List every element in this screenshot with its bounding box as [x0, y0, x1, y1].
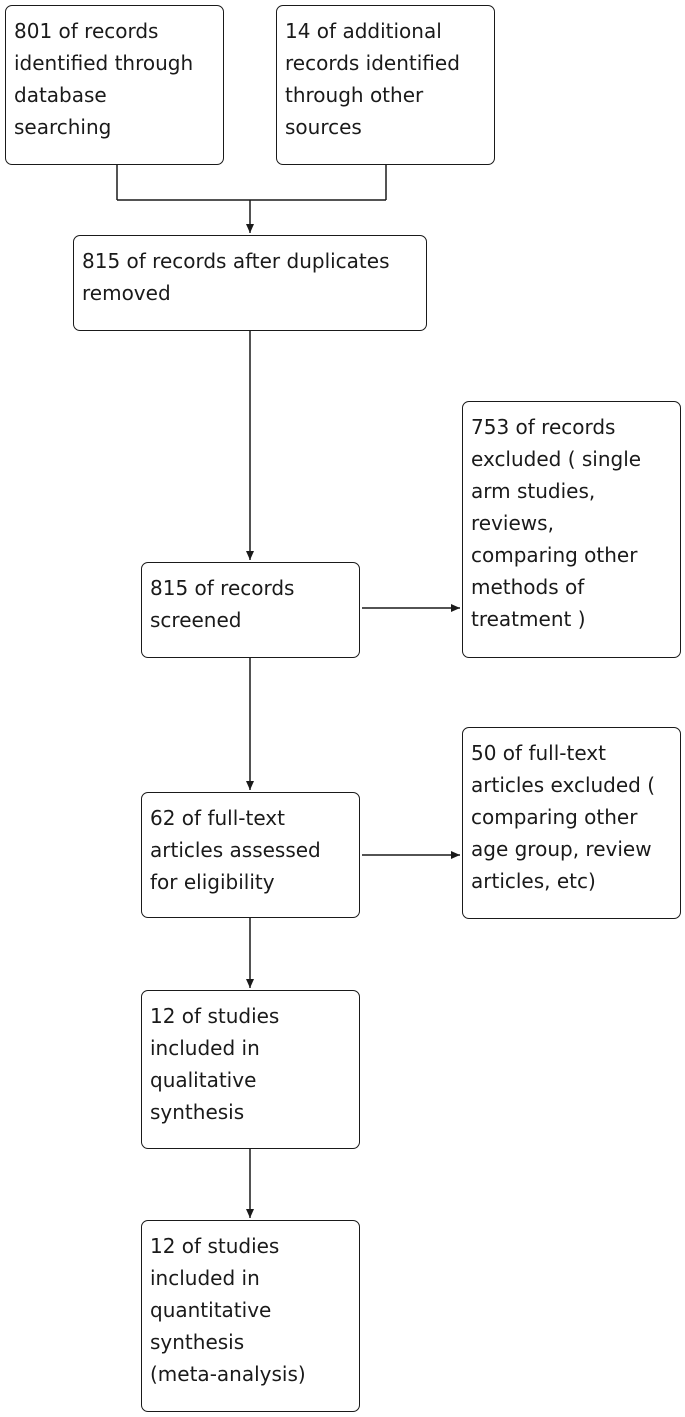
box-line: identified through: [14, 51, 194, 75]
box-line: arm studies,: [471, 479, 596, 503]
box-line: articles assessed: [150, 838, 321, 862]
box-line: synthesis: [150, 1100, 245, 1124]
box-line: 12 of studies: [150, 1004, 280, 1028]
box-line: 14 of additional: [285, 19, 442, 43]
box-line: through other: [285, 83, 424, 107]
box-line: searching: [14, 115, 112, 139]
box-identified-other-sources: 14 of additional records identified thro…: [276, 5, 495, 165]
box-line: 815 of records: [150, 576, 295, 600]
box-line: excluded ( single: [471, 447, 642, 471]
box-line: 753 of records: [471, 415, 616, 439]
box-line: records identified: [285, 51, 460, 75]
box-line: comparing other: [471, 805, 638, 829]
box-line: reviews,: [471, 511, 554, 535]
box-line: methods of: [471, 575, 585, 599]
box-line: articles excluded (: [471, 773, 656, 797]
box-line: quantitative: [150, 1298, 272, 1322]
box-line: 801 of records: [14, 19, 159, 43]
box-line: included in: [150, 1266, 260, 1290]
box-identified-database: 801 of records identified through databa…: [5, 5, 224, 165]
box-fulltext-assessed: 62 of full-text articles assessed for el…: [141, 792, 360, 918]
box-line: (meta-analysis): [150, 1362, 306, 1386]
box-line: age group, review: [471, 837, 652, 861]
box-line: for eligibility: [150, 870, 275, 894]
box-quantitative-synthesis: 12 of studies included in quantitative s…: [141, 1220, 360, 1412]
box-line: sources: [285, 115, 362, 139]
box-line: qualitative: [150, 1068, 257, 1092]
box-line: 12 of studies: [150, 1234, 280, 1258]
box-line: comparing other: [471, 543, 638, 567]
box-line: 50 of full-text: [471, 741, 606, 765]
box-line: database: [14, 83, 107, 107]
box-line: 815 of records after duplicates: [82, 249, 390, 273]
box-line: articles, etc): [471, 869, 596, 893]
box-line: screened: [150, 608, 242, 632]
box-records-screened: 815 of records screened: [141, 562, 360, 658]
box-line: removed: [82, 281, 171, 305]
box-after-duplicates-removed: 815 of records after duplicates removed: [73, 235, 427, 331]
box-line: 62 of full-text: [150, 806, 285, 830]
box-line: treatment ): [471, 607, 586, 631]
box-records-excluded: 753 of records excluded ( single arm stu…: [462, 401, 681, 658]
box-fulltext-excluded: 50 of full-text articles excluded ( comp…: [462, 727, 681, 919]
box-line: synthesis: [150, 1330, 245, 1354]
box-qualitative-synthesis: 12 of studies included in qualitative sy…: [141, 990, 360, 1149]
box-line: included in: [150, 1036, 260, 1060]
